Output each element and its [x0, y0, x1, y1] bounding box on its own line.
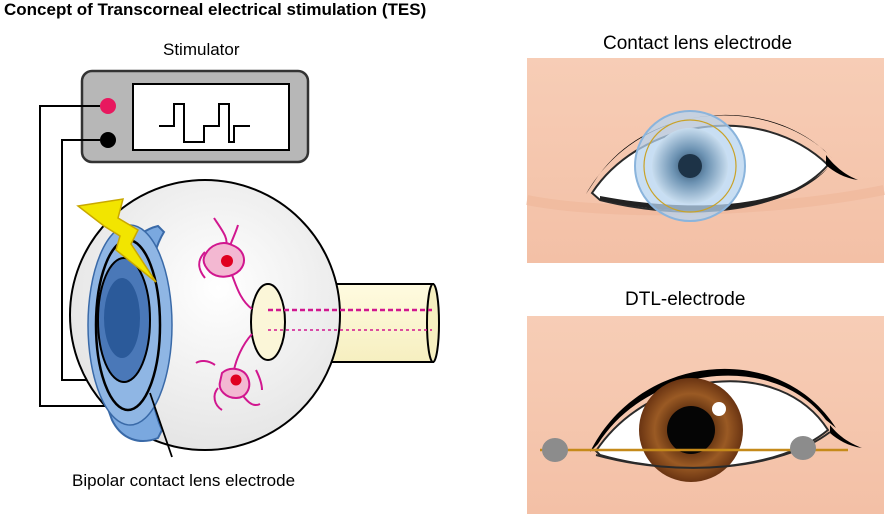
figure-title: Concept of Transcorneal electrical stimu…	[4, 0, 427, 19]
contact-lens-electrode-label: Contact lens electrode	[603, 33, 793, 54]
dtl-bead-left	[542, 438, 568, 462]
bipolar-pointer	[149, 392, 173, 458]
dtl-electrode-label: DTL-electrode	[625, 289, 746, 310]
negative-terminal	[100, 132, 116, 148]
wire-positive	[39, 105, 114, 407]
lightning-icon	[76, 198, 157, 283]
stimulator-screen	[132, 83, 290, 151]
biphasic-waveform	[159, 103, 250, 143]
dtl-bead-right	[790, 436, 816, 460]
positive-terminal	[100, 98, 116, 114]
stimulator	[80, 69, 310, 164]
bipolar-electrode-label: Bipolar contact lens electrode	[72, 471, 296, 490]
contact-lens-eye-panel	[525, 58, 885, 263]
optic-disc	[250, 283, 286, 361]
stimulator-label: Stimulator	[163, 40, 240, 59]
dtl-eye-panel	[527, 316, 884, 514]
lens-pupil	[104, 278, 140, 358]
